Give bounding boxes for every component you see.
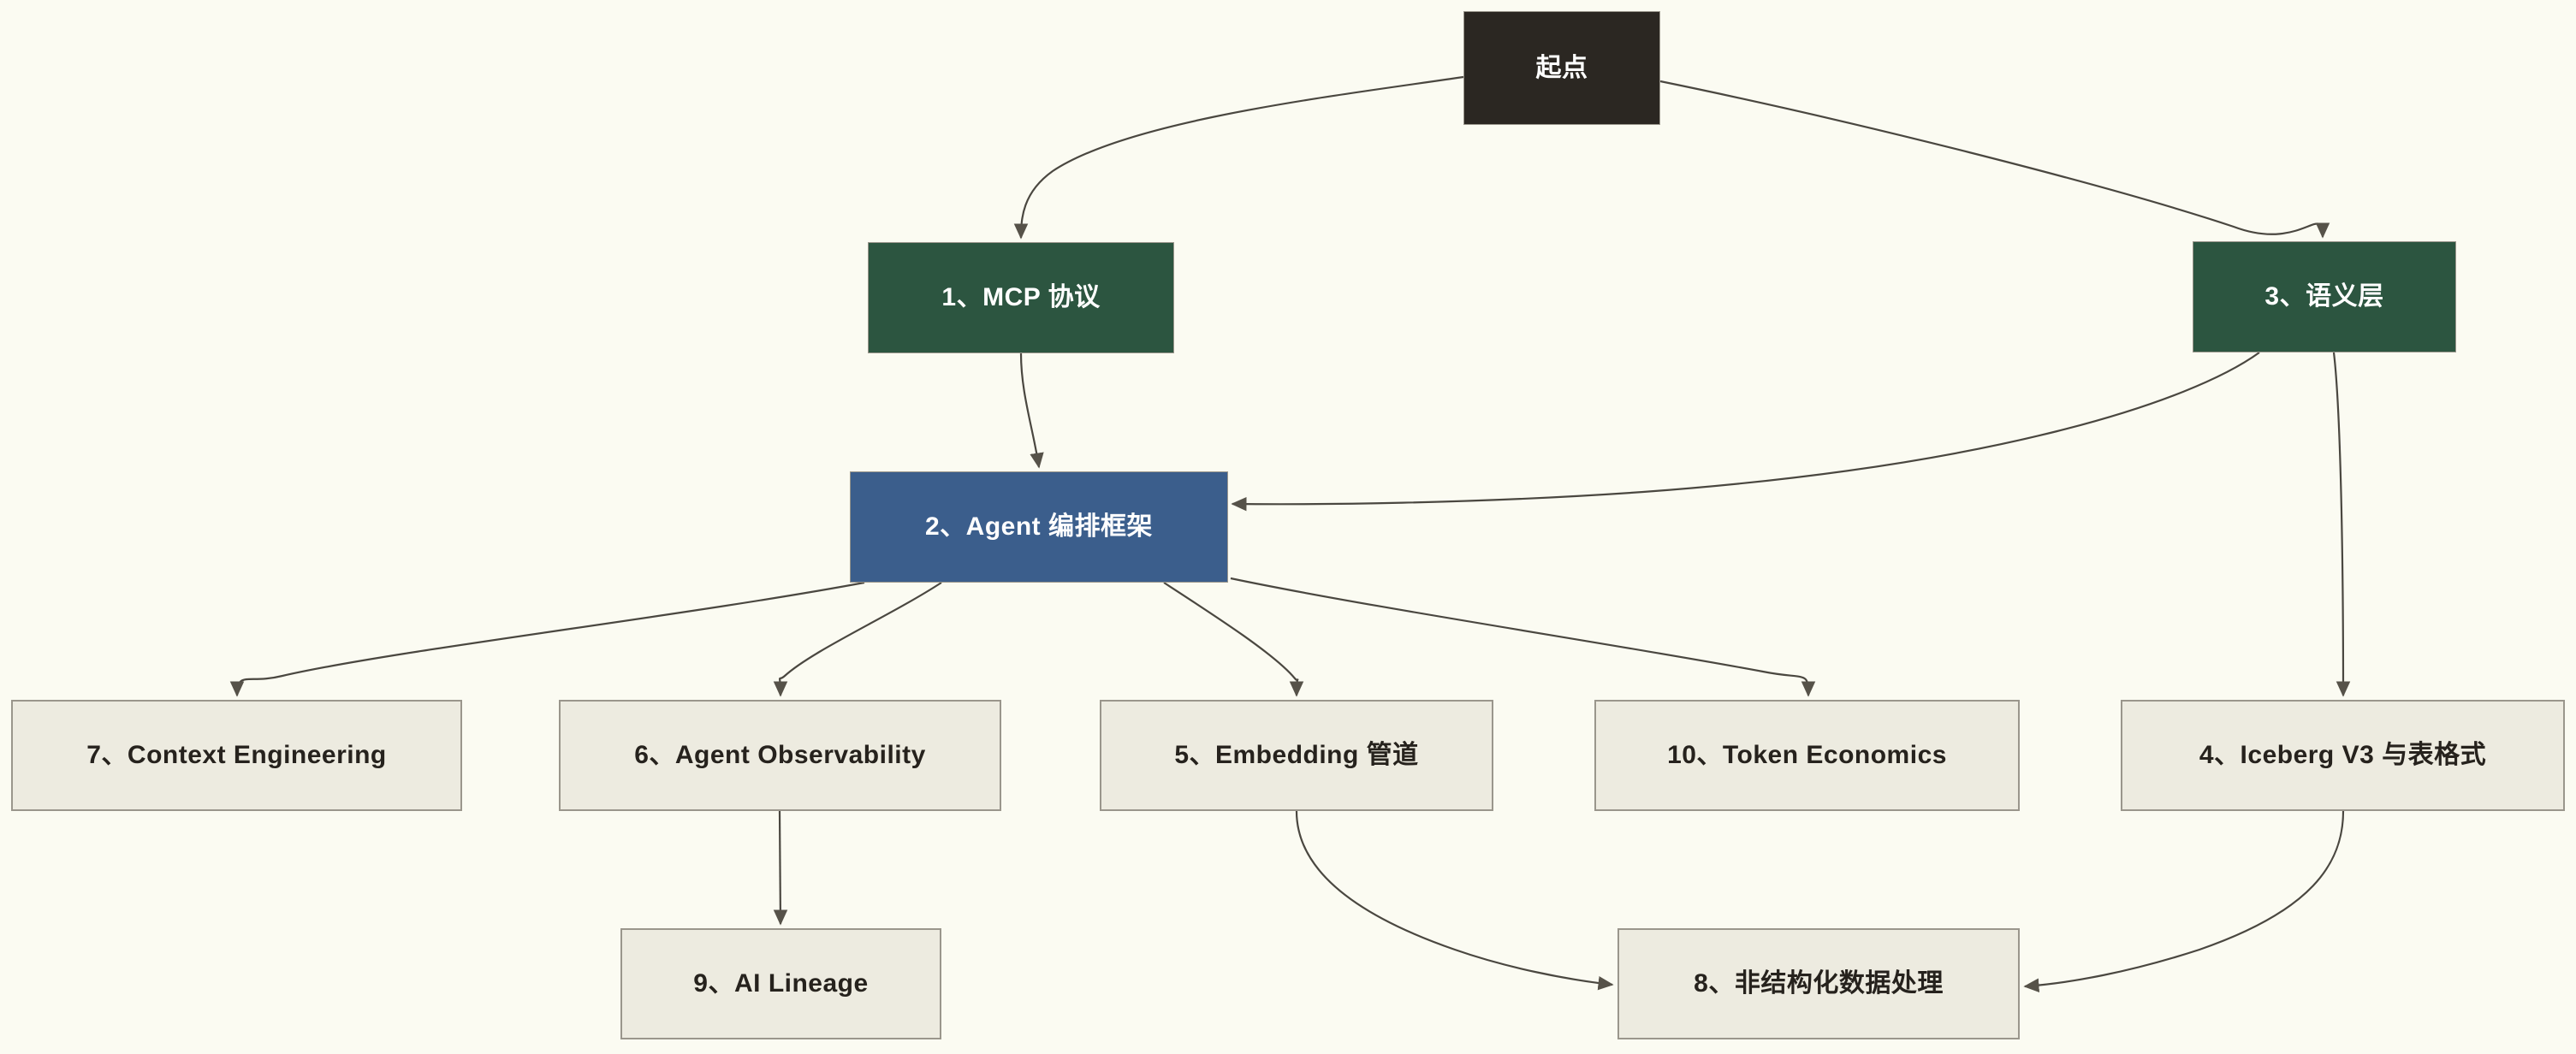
edge-n4-to-n8 <box>2023 810 2345 993</box>
node-label-n6: 6、Agent Observability <box>634 741 926 769</box>
node-n9[interactable]: 9、AI Lineage <box>620 928 941 1039</box>
edge-n6-to-n9 <box>773 810 788 926</box>
node-n3[interactable]: 3、语义层 <box>2193 241 2456 352</box>
node-n1[interactable]: 1、MCP 协议 <box>868 242 1174 353</box>
node-label-n10: 10、Token Economics <box>1667 741 1947 769</box>
edge-n2-to-n7 <box>229 581 865 697</box>
node-n7[interactable]: 7、Context Engineering <box>11 700 462 811</box>
node-n2[interactable]: 2、Agent 编排框架 <box>850 471 1228 583</box>
edge-start-to-n3 <box>1659 80 2330 239</box>
node-n8[interactable]: 8、非结构化数据处理 <box>1617 928 2020 1039</box>
edge-n3-to-n4 <box>2332 352 2351 697</box>
node-label-n8: 8、非结构化数据处理 <box>1694 969 1944 998</box>
edge-n5-to-n8 <box>1295 810 1614 991</box>
edge-n2-to-n6 <box>773 582 942 697</box>
node-n6[interactable]: 6、Agent Observability <box>559 700 1001 811</box>
node-n5[interactable]: 5、Embedding 管道 <box>1100 700 1493 811</box>
edge-n1-to-n2 <box>1019 352 1044 469</box>
node-label-n9: 9、AI Lineage <box>693 969 869 998</box>
node-label-n7: 7、Context Engineering <box>86 741 387 769</box>
edge-n2-to-n5 <box>1163 582 1304 697</box>
node-n4[interactable]: 4、Iceberg V3 与表格式 <box>2121 700 2565 811</box>
node-label-n4: 4、Iceberg V3 与表格式 <box>2199 741 2487 769</box>
node-start[interactable]: 起点 <box>1463 11 1660 125</box>
edge-n2-to-n10 <box>1230 577 1816 697</box>
node-label-start: 起点 <box>1535 53 1588 82</box>
node-label-n3: 3、语义层 <box>2264 282 2384 311</box>
node-label-n1: 1、MCP 协议 <box>941 283 1101 311</box>
edge-n3-to-n2 <box>1231 352 2260 512</box>
node-n10[interactable]: 10、Token Economics <box>1594 700 2020 811</box>
edge-start-to-n1 <box>1013 75 1464 240</box>
node-label-n5: 5、Embedding 管道 <box>1174 741 1419 769</box>
node-label-n2: 2、Agent 编排框架 <box>924 512 1153 541</box>
